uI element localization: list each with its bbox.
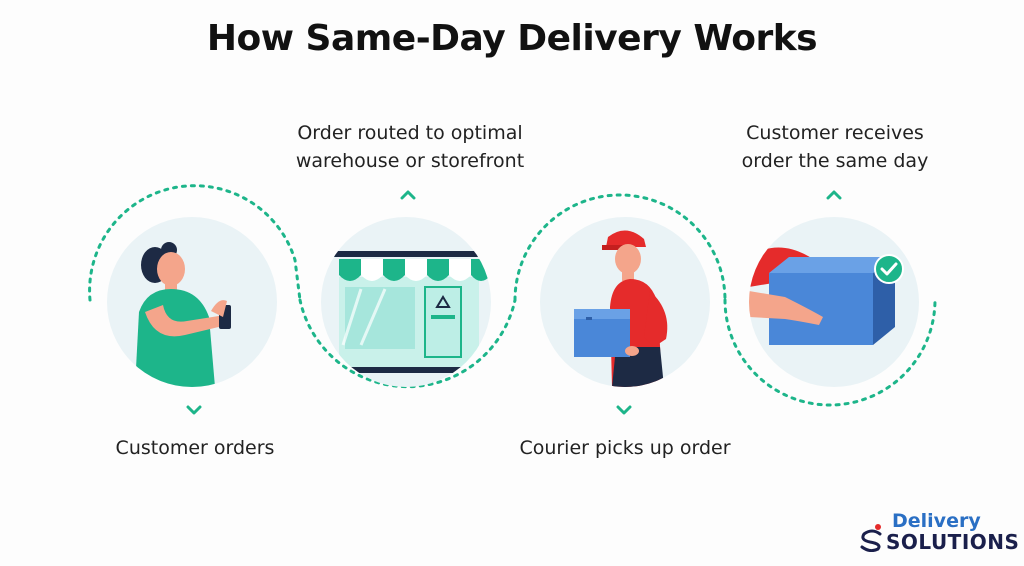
woman-ordering-icon — [135, 242, 231, 387]
step-1-caption: Customer orders — [115, 437, 275, 459]
step-2-illustration — [321, 217, 491, 387]
step-4-caption: Customer receives order the same day — [705, 119, 965, 175]
step-4-caption-line1: Customer receives — [746, 122, 924, 144]
chevron-up-icon — [826, 190, 842, 200]
storefront-icon — [333, 251, 491, 373]
chevron-up-icon — [400, 190, 416, 200]
package-handoff-icon — [749, 247, 904, 345]
step-2-caption-line2: warehouse or storefront — [295, 150, 525, 172]
logo-text-solutions: SOLUTIONS — [886, 530, 1020, 554]
step-4-caption-line2: order the same day — [741, 150, 929, 172]
step-3-caption: Courier picks up order — [519, 437, 731, 459]
chevron-down-icon — [616, 405, 632, 415]
step-1-illustration — [107, 217, 277, 387]
step-3-illustration — [540, 217, 710, 387]
page-title: How Same-Day Delivery Works — [206, 18, 818, 59]
step-2-caption: Order routed to optimal warehouse or sto… — [270, 119, 550, 175]
step-4-illustration — [749, 217, 919, 387]
delivery-solutions-logo: Delivery SOLUTIONS — [856, 508, 1020, 556]
logo-text-delivery: Delivery — [892, 510, 981, 532]
chevron-down-icon — [186, 405, 202, 415]
step-2-caption-line1: Order routed to optimal — [297, 122, 523, 144]
courier-icon — [574, 230, 668, 387]
logo-mark-icon — [860, 524, 882, 552]
